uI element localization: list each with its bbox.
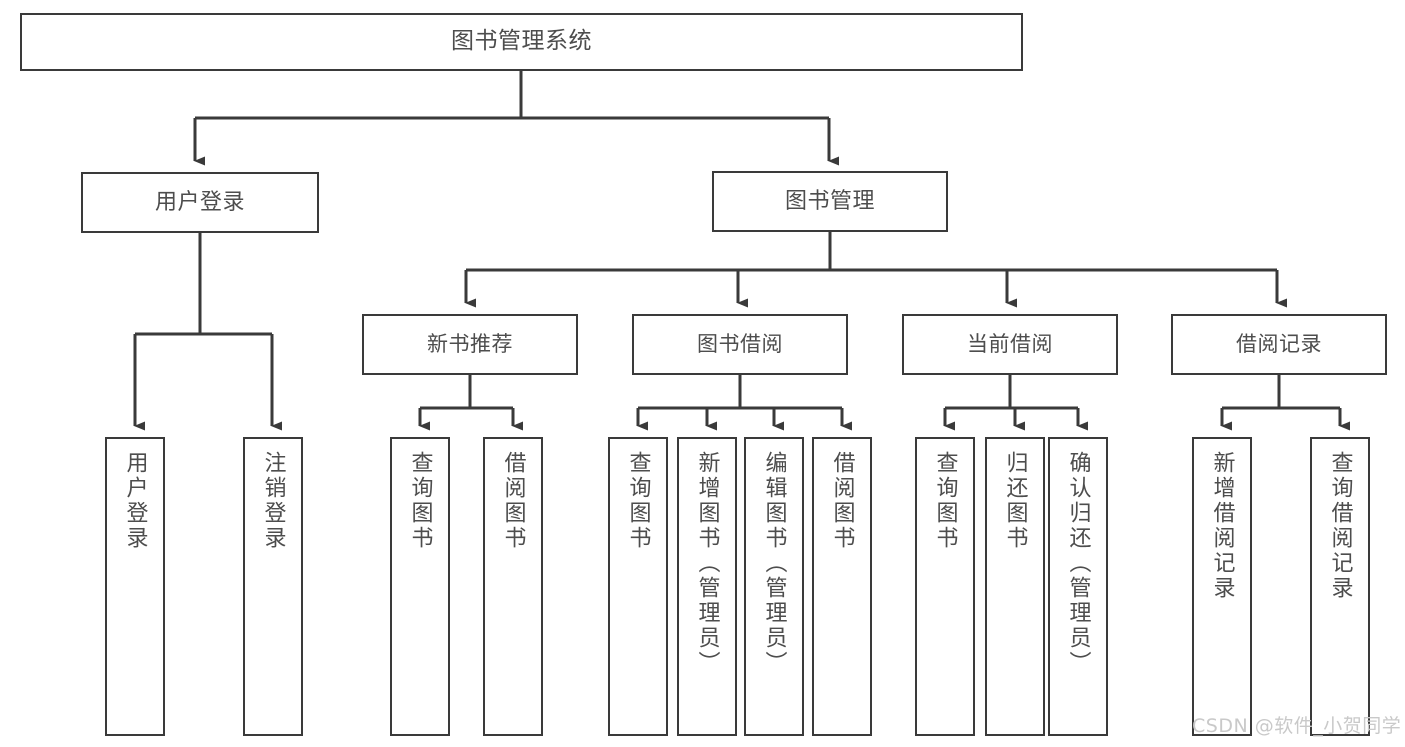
leaf-node[interactable]: 借阅图书 bbox=[812, 437, 872, 736]
node-current-borrow[interactable]: 当前借阅 bbox=[902, 314, 1118, 375]
leaf-node-label: 借阅图书 bbox=[829, 451, 855, 551]
leaf-node-label: 归还图书 bbox=[1002, 451, 1028, 551]
leaf-node-label: 查询图书 bbox=[407, 451, 433, 551]
node-root[interactable]: 图书管理系统 bbox=[20, 13, 1023, 71]
node-book-borrow[interactable]: 图书借阅 bbox=[632, 314, 848, 375]
leaf-node-label: 查询图书 bbox=[625, 451, 651, 551]
node-book-management-label: 图书管理 bbox=[784, 188, 875, 214]
leaf-node[interactable]: 注销登录 bbox=[243, 437, 303, 736]
leaf-node[interactable]: 新增图书（管理员） bbox=[677, 437, 737, 736]
leaf-node-label: 借阅图书 bbox=[500, 451, 526, 551]
leaf-node[interactable]: 查询图书 bbox=[608, 437, 668, 736]
node-user-login[interactable]: 用户登录 bbox=[81, 172, 319, 233]
leaf-node-label: 新增图书（管理员） bbox=[694, 451, 720, 676]
node-book-management[interactable]: 图书管理 bbox=[712, 171, 948, 232]
leaf-node-label: 新增借阅记录 bbox=[1209, 451, 1235, 601]
node-new-book-recommend-label: 新书推荐 bbox=[427, 332, 513, 357]
csdn-watermark: CSDN @软件_小贺同学 bbox=[1192, 715, 1402, 737]
node-root-label: 图书管理系统 bbox=[451, 28, 592, 55]
leaf-node-label: 用户登录 bbox=[122, 451, 148, 551]
node-book-borrow-label: 图书借阅 bbox=[697, 332, 783, 357]
leaf-node[interactable]: 查询图书 bbox=[390, 437, 450, 736]
leaf-node[interactable]: 新增借阅记录 bbox=[1192, 437, 1252, 736]
leaf-node[interactable]: 查询借阅记录 bbox=[1310, 437, 1370, 736]
leaf-node[interactable]: 借阅图书 bbox=[483, 437, 543, 736]
leaf-node[interactable]: 查询图书 bbox=[915, 437, 975, 736]
leaf-node-label: 查询图书 bbox=[932, 451, 958, 551]
leaf-node-label: 查询借阅记录 bbox=[1327, 451, 1353, 601]
node-user-login-label: 用户登录 bbox=[154, 189, 245, 215]
node-borrow-records[interactable]: 借阅记录 bbox=[1171, 314, 1387, 375]
leaf-node-label: 注销登录 bbox=[260, 451, 286, 551]
leaf-node[interactable]: 用户登录 bbox=[105, 437, 165, 736]
node-borrow-records-label: 借阅记录 bbox=[1236, 332, 1322, 357]
leaf-node-label: 确认归还（管理员） bbox=[1065, 451, 1091, 676]
leaf-node[interactable]: 确认归还（管理员） bbox=[1048, 437, 1108, 736]
leaf-node[interactable]: 编辑图书（管理员） bbox=[744, 437, 804, 736]
node-current-borrow-label: 当前借阅 bbox=[967, 332, 1053, 357]
leaf-node[interactable]: 归还图书 bbox=[985, 437, 1045, 736]
leaf-node-label: 编辑图书（管理员） bbox=[761, 451, 787, 676]
node-new-book-recommend[interactable]: 新书推荐 bbox=[362, 314, 578, 375]
